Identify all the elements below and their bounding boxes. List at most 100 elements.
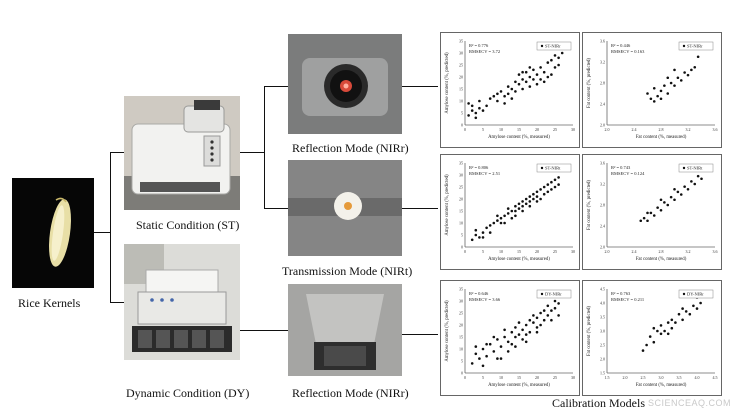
data-point: [652, 86, 656, 90]
stats-label: RMSECV = 2.51: [469, 171, 500, 176]
x-tick-label: 2.4: [632, 249, 637, 254]
x-tick-label: 30: [571, 249, 575, 254]
data-point: [488, 97, 492, 100]
data-point: [492, 94, 496, 98]
data-point: [517, 202, 521, 206]
legend-box: [536, 41, 572, 51]
data-point: [666, 321, 670, 324]
data-point: [656, 329, 659, 333]
x-tick-label: 0: [464, 127, 466, 132]
data-point: [641, 349, 645, 352]
data-point: [474, 111, 478, 115]
y-tick-label: 35: [459, 39, 463, 44]
data-point: [550, 58, 553, 62]
legend-label: ST-NIRr: [545, 44, 561, 49]
data-point: [503, 94, 506, 98]
y-tick-label: 2.8: [600, 81, 605, 86]
data-point: [496, 92, 499, 96]
data-point: [557, 183, 560, 186]
data-point: [663, 84, 666, 87]
data-point: [503, 221, 506, 225]
connector-to-dynamic: [110, 302, 124, 303]
data-point: [521, 87, 524, 91]
data-point: [690, 68, 693, 72]
data-point: [492, 335, 496, 339]
stats-label: R² = 0.743: [611, 165, 631, 170]
connector-to-transmission: [264, 208, 288, 209]
data-point: [532, 192, 535, 196]
legend: ST-NIRt: [678, 163, 714, 173]
x-tick-label: 5: [482, 249, 484, 254]
data-point: [679, 193, 683, 196]
reflection-mode-label-bottom: Reflection Mode (NIRr): [292, 386, 409, 400]
data-point: [478, 106, 481, 110]
x-tick-label: 2.0: [623, 375, 628, 380]
y-tick-label: 5: [461, 111, 463, 116]
connector-static-vertical: [264, 86, 265, 208]
data-point: [514, 80, 517, 84]
data-point: [492, 350, 496, 353]
legend-marker: [540, 292, 544, 296]
y-tick-label: 2.5: [600, 343, 605, 348]
data-point: [474, 352, 478, 356]
data-point: [673, 84, 676, 87]
data-point: [666, 203, 670, 207]
connector-static-out: [240, 152, 264, 153]
y-tick-label: 5: [461, 359, 463, 364]
data-point: [656, 206, 659, 209]
data-point: [467, 114, 470, 117]
data-point: [652, 214, 656, 217]
data-point: [481, 236, 485, 239]
data-point: [646, 219, 649, 223]
rice-kernel-image: [49, 197, 71, 267]
legend: ST-NIRr: [536, 41, 572, 51]
data-point: [652, 100, 656, 103]
legend: DY-NIRr: [678, 289, 714, 299]
data-point: [532, 321, 535, 324]
x-axis-title: Amylose content (%, measured): [488, 383, 550, 388]
legend-marker: [682, 44, 686, 48]
data-point: [539, 323, 542, 327]
data-point: [474, 233, 478, 237]
data-point: [546, 190, 550, 194]
data-point: [521, 70, 524, 74]
x-tick-label: 2.8: [659, 127, 664, 132]
data-point: [524, 80, 528, 84]
data-point: [503, 335, 506, 339]
data-point: [553, 178, 557, 182]
data-point: [532, 78, 535, 81]
data-point: [517, 207, 521, 210]
x-axis-title: Fat content (%, measured): [636, 257, 687, 262]
data-point: [499, 90, 503, 93]
x-tick-label: 10: [499, 249, 503, 254]
data-point: [659, 198, 663, 202]
data-point: [524, 323, 528, 327]
data-point: [478, 236, 481, 239]
legend-marker: [540, 166, 544, 170]
y-tick-label: 2.0: [600, 123, 605, 128]
data-point: [676, 76, 680, 80]
data-point: [485, 354, 488, 358]
data-point: [550, 309, 553, 312]
y-tick-label: 2.4: [600, 102, 605, 107]
data-point: [521, 338, 524, 341]
data-point: [517, 321, 521, 324]
x-tick-label: 3.6: [713, 249, 718, 254]
data-point: [686, 187, 690, 191]
connector-reflection-top-to-plots: [402, 86, 438, 87]
data-point: [542, 192, 546, 196]
data-point: [532, 197, 535, 201]
data-point: [492, 221, 496, 225]
data-point: [659, 208, 663, 212]
data-point: [550, 188, 553, 191]
y-tick-label: 30: [459, 173, 463, 178]
legend-box: [678, 41, 714, 51]
data-point: [652, 340, 656, 344]
x-tick-label: 25: [553, 375, 557, 380]
data-point: [521, 204, 524, 208]
x-tick-label: 3.0: [659, 375, 664, 380]
y-tick-label: 0: [461, 245, 463, 250]
